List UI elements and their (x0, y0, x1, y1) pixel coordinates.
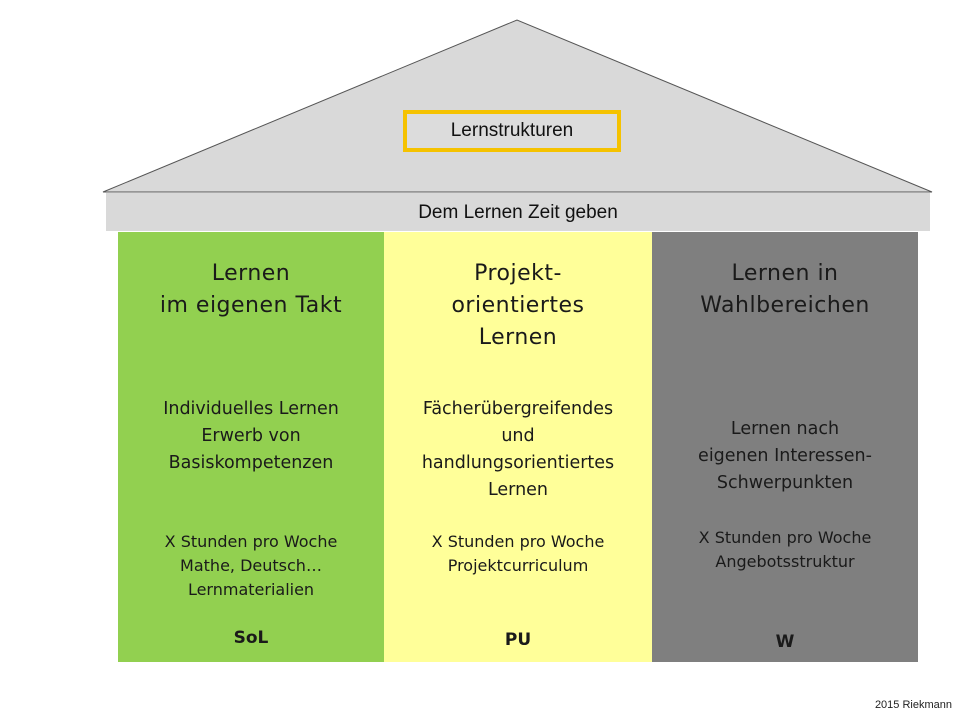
roof-beam (106, 193, 930, 231)
desc-line: Lernen (487, 480, 549, 500)
pillar-title: Projekt- orientiertes Lernen (384, 258, 652, 354)
desc-line: Fächerübergreifendes (422, 399, 614, 419)
desc-line: Basiskompetenzen (168, 453, 334, 473)
pillar-hours: X Stunden pro Woche Angebotsstruktur (652, 526, 918, 574)
desc-line: Schwerpunkten (716, 473, 854, 493)
title-line: Lernen in (731, 261, 839, 286)
desc-line: und (501, 426, 535, 446)
hours-line: Projektcurriculum (447, 556, 589, 575)
pillar-code: PU (504, 630, 532, 650)
roof-subtitle: Dem Lernen Zeit geben (418, 202, 618, 223)
pillar-description: Lernen nach eigenen Interessen- Schwerpu… (652, 416, 918, 497)
hours-line: X Stunden pro Woche (698, 528, 872, 547)
hours-line: Mathe, Deutsch… (180, 556, 322, 575)
pillar-w: Lernen in Wahlbereichen Lernen nach eige… (652, 232, 918, 662)
pillar-title: Lernen in Wahlbereichen (652, 258, 918, 322)
copyright-note: 2015 Riekmann (874, 699, 952, 711)
roof-triangle (102, 19, 933, 193)
hours-line: X Stunden pro Woche (164, 532, 338, 551)
pillar-sol: Lernen im eigenen Takt Individuelles Ler… (118, 232, 384, 662)
desc-line: eigenen Interessen- (698, 446, 872, 466)
title-line: Projekt- (474, 261, 562, 286)
title-line: Lernen (211, 261, 291, 286)
pillar-description: Fächerübergreifendes und handlungsorient… (384, 396, 652, 504)
desc-line: Individuelles Lernen (163, 399, 339, 419)
title-line: Wahlbereichen (700, 293, 870, 318)
lernstrukturen-label: Lernstrukturen (403, 110, 621, 152)
pillar-code: SoL (233, 628, 269, 648)
pillar-hours: X Stunden pro Woche Projektcurriculum (384, 530, 652, 578)
hours-line: X Stunden pro Woche (431, 532, 605, 551)
desc-line: handlungsorientiertes (421, 453, 615, 473)
title-line: orientiertes (451, 293, 585, 318)
title-line: im eigenen Takt (159, 293, 343, 318)
pillar-description: Individuelles Lernen Erwerb von Basiskom… (118, 396, 384, 477)
desc-line: Erwerb von (201, 426, 301, 446)
pillar-hours: X Stunden pro Woche Mathe, Deutsch… Lern… (118, 530, 384, 602)
pillar-title: Lernen im eigenen Takt (118, 258, 384, 322)
desc-line: Lernen nach (730, 419, 840, 439)
hours-line: Angebotsstruktur (715, 552, 855, 571)
title-line: Lernen (478, 325, 558, 350)
pillar-code: W (775, 632, 795, 652)
hours-line: Lernmaterialien (187, 580, 315, 599)
pillar-pu: Projekt- orientiertes Lernen Fächerüberg… (384, 232, 652, 662)
